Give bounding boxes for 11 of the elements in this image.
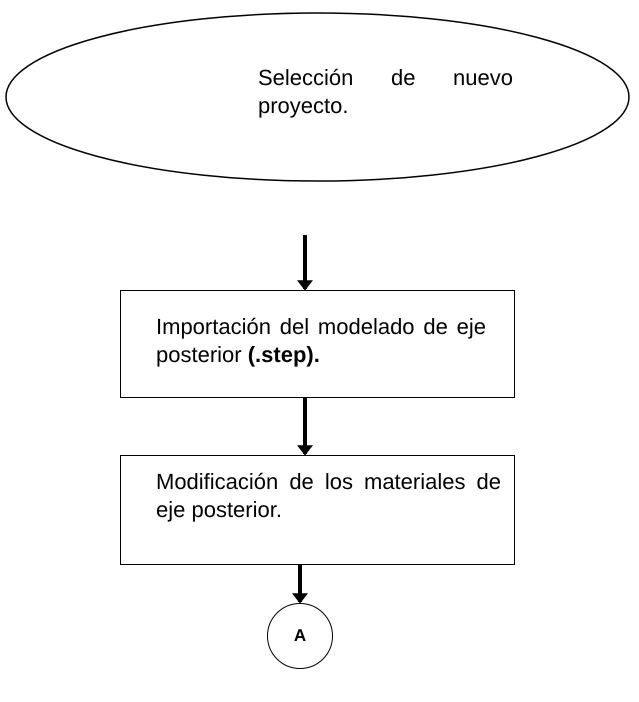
process-box [120,455,515,565]
start-ellipse [5,12,630,182]
step-text: Modificación de los materiales de eje posterior. [156,468,501,524]
connector-label: A [294,625,306,647]
process-box [120,290,515,398]
connector-circle [267,603,333,669]
arrow [297,235,313,291]
step-text: Selección de nuevo proyecto. [258,64,513,120]
step-text: Importación del modelado de eje posterior (.step). [156,313,486,369]
arrow [292,565,308,604]
arrow [297,398,313,456]
